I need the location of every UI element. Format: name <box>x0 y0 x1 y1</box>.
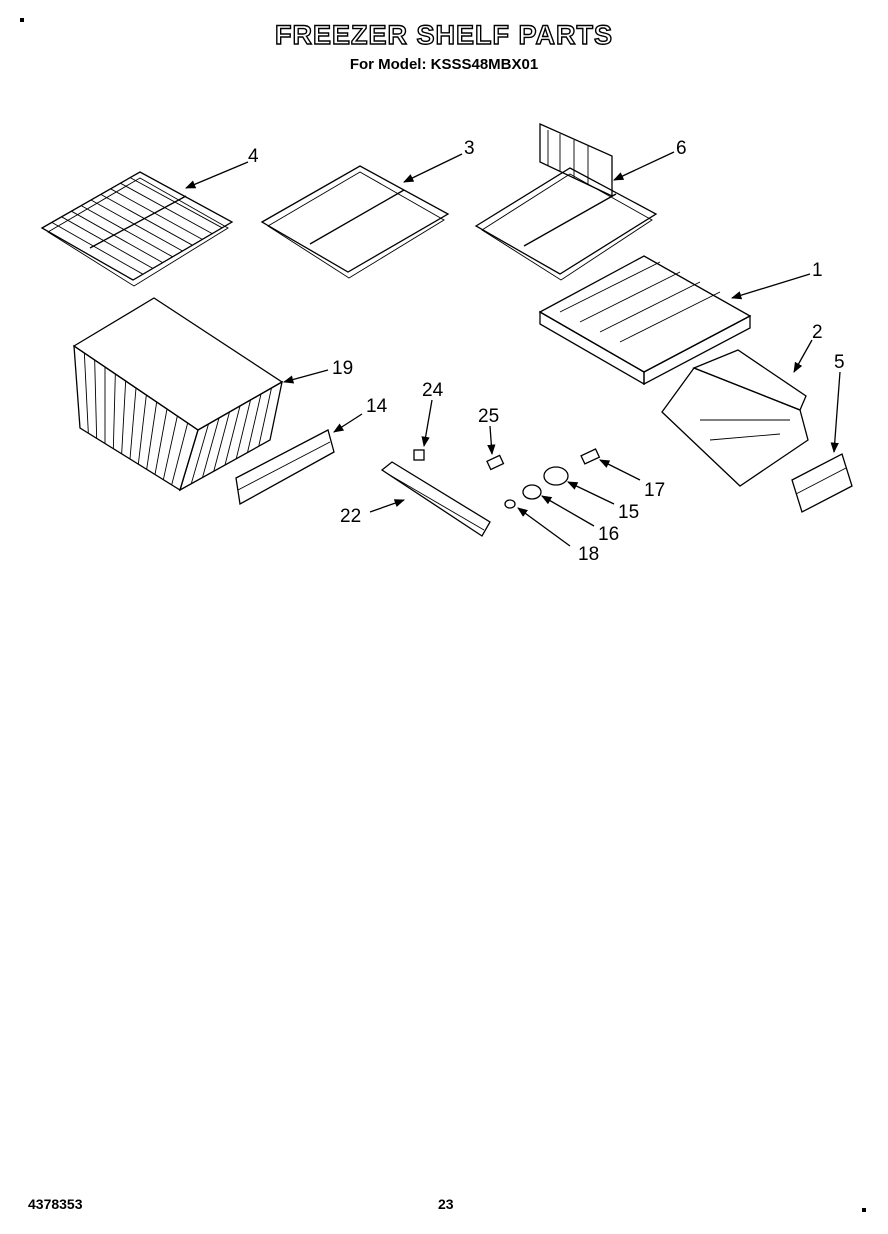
basket-wire <box>146 401 158 470</box>
part-label-17: 17 <box>644 480 665 501</box>
basket-wire <box>94 359 98 439</box>
part-label-15: 15 <box>618 502 639 523</box>
clip-part-24 <box>413 449 425 461</box>
leader-15 <box>567 481 615 505</box>
shelf-wire <box>51 222 144 275</box>
leader-14 <box>333 413 363 433</box>
shelf-wire <box>90 199 183 252</box>
solid-shelf-part-1 <box>538 255 752 386</box>
leader-25 <box>487 425 496 456</box>
part-label-6: 6 <box>676 138 687 159</box>
washer-part-18 <box>504 499 516 509</box>
page-number: 23 <box>438 1196 454 1212</box>
basket-wire <box>121 380 127 454</box>
leader-19 <box>282 369 329 384</box>
corner-mark-bottom-right <box>862 1208 866 1212</box>
wire-basket-part-19 <box>72 297 284 492</box>
basket-wire <box>190 423 209 484</box>
shelf-wire <box>71 210 163 263</box>
part-label-24: 24 <box>422 380 444 401</box>
part-label-22: 22 <box>340 506 361 527</box>
part-label-25: 25 <box>478 406 499 427</box>
leader-22 <box>369 499 405 513</box>
part-label-2: 2 <box>812 322 823 343</box>
shelf-wire <box>110 188 203 240</box>
bushing-part-16 <box>522 484 542 500</box>
basket-wire <box>137 394 147 465</box>
basket-wire <box>202 417 220 478</box>
basket-wire <box>235 399 251 459</box>
shelf-wire <box>120 182 213 234</box>
leader-24 <box>421 399 433 448</box>
leader-16 <box>541 495 595 527</box>
part-label-19: 19 <box>332 358 353 379</box>
part-label-4: 4 <box>248 146 259 167</box>
pan-part-2 <box>661 349 809 487</box>
part-label-3: 3 <box>464 138 475 159</box>
part-label-14: 14 <box>366 396 388 417</box>
shelf-wire <box>100 194 193 246</box>
leader-3 <box>403 153 463 183</box>
basket-wire <box>83 352 89 434</box>
part-label-18: 18 <box>578 544 599 565</box>
screw-part-17 <box>580 448 601 465</box>
page-title: FREEZER SHELF PARTS <box>274 19 614 50</box>
part-label-5: 5 <box>834 352 845 373</box>
cover-part-5 <box>791 453 853 513</box>
document-number: 4378353 <box>28 1196 83 1212</box>
basket-wire <box>112 373 116 449</box>
shelf-wire <box>80 205 173 258</box>
leader-1 <box>731 273 811 300</box>
trim-part-14 <box>235 429 335 506</box>
wire-shelf-part-3 <box>260 165 450 279</box>
rail-part-22 <box>380 461 491 537</box>
leader-2 <box>793 339 813 373</box>
part-label-1: 1 <box>812 260 823 281</box>
leader-5 <box>830 371 841 454</box>
screw-part-25 <box>486 454 505 471</box>
part-label-16: 16 <box>598 524 619 545</box>
basket-wire <box>154 408 168 475</box>
shelf-wire <box>129 177 223 229</box>
leader-17 <box>599 459 641 481</box>
wire-shelf-part-6 <box>474 122 658 281</box>
basket-wire <box>129 387 137 460</box>
leader-18 <box>517 507 571 547</box>
shelf-wire <box>61 216 154 269</box>
leader-4 <box>185 161 249 189</box>
roller-part-15 <box>543 466 569 486</box>
basket-wire <box>171 422 189 485</box>
corner-mark-top-left <box>20 18 24 22</box>
basket-wire <box>162 415 178 480</box>
basket-wire <box>247 393 262 453</box>
model-subtitle: For Model: KSSS48MBX01 <box>349 56 539 73</box>
leader-6 <box>613 151 675 181</box>
basket-wire <box>224 405 241 466</box>
wire-shelf-part-4 <box>40 171 234 287</box>
basket-wire <box>213 411 230 472</box>
basket-wire <box>258 387 272 447</box>
